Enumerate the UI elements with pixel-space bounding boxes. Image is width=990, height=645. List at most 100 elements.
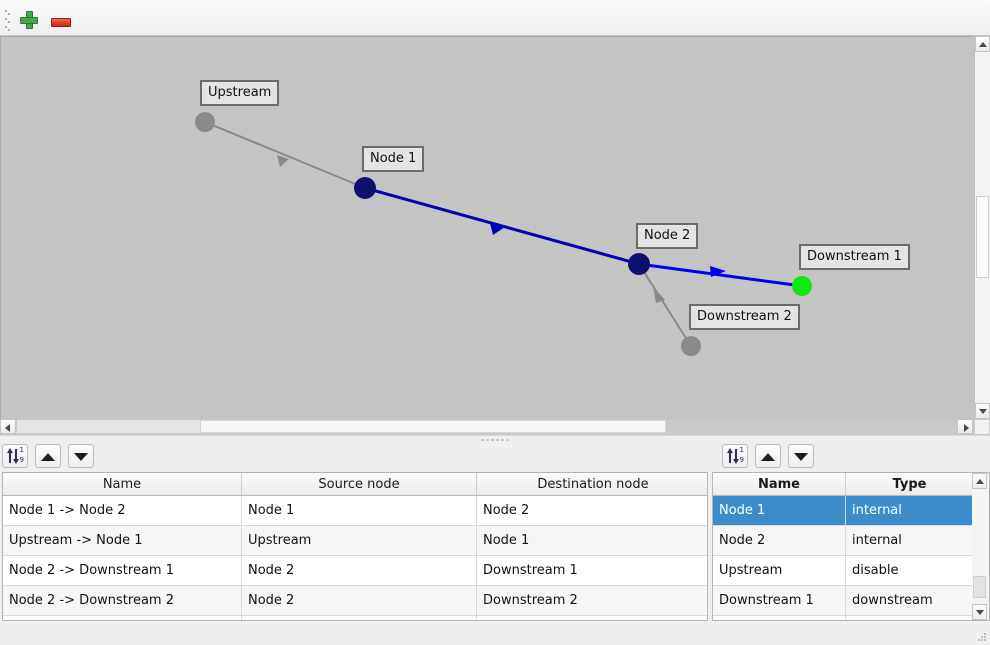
scroll-down-button[interactable]: [975, 403, 990, 419]
canvas-vscroll-thumb[interactable]: [976, 196, 989, 278]
edge-node2-downstream1: [638, 262, 803, 288]
table-empty-row: [713, 615, 972, 620]
cell-destination: Downstream 2: [476, 585, 707, 616]
connections-table[interactable]: Name Source node Destination node Node 1…: [2, 472, 708, 621]
connections-move-down-button[interactable]: [68, 444, 94, 468]
nodes-scroll-down-button[interactable]: [972, 604, 987, 620]
cell-empty: [713, 615, 846, 620]
triangle-down-icon: [794, 453, 808, 461]
table-row[interactable]: Node 2 internal: [713, 525, 972, 556]
edge-node2-downstream2: [638, 263, 692, 347]
node-label-node2[interactable]: Node 2: [636, 223, 699, 249]
table-header-row: Name Type: [713, 473, 972, 496]
table-row[interactable]: Upstream disable: [713, 555, 972, 586]
scroll-right-button[interactable]: [957, 419, 973, 434]
cell-name: Upstream: [713, 555, 846, 586]
nodes-grid: Name Type Node 1 internal Node 2 interna…: [713, 473, 972, 620]
nodes-table[interactable]: Name Type Node 1 internal Node 2 interna…: [712, 472, 973, 621]
delete-button[interactable]: [48, 6, 74, 30]
triangle-down-icon: [74, 453, 88, 461]
triangle-up-icon: [978, 42, 987, 47]
resize-grip[interactable]: [978, 633, 987, 642]
triangle-up-icon: [761, 453, 775, 461]
add-button[interactable]: [16, 6, 42, 30]
plus-icon: [20, 10, 38, 29]
edge-node1-node2: [364, 186, 640, 266]
graph-node-downstream2: [681, 336, 701, 356]
toolbar-drag-handle[interactable]: [5, 10, 10, 31]
cell-name: Node 1: [713, 495, 846, 526]
triangle-right-icon: [964, 424, 969, 432]
cell-name: Node 1 -> Node 2: [3, 495, 242, 526]
cell-empty: [476, 615, 707, 620]
triangle-left-icon: [5, 424, 10, 432]
nodes-vertical-scrollbar[interactable]: [972, 473, 989, 620]
cell-destination: Node 1: [476, 525, 707, 556]
canvas-hscroll-thumb[interactable]: [200, 420, 666, 433]
cell-type: internal: [845, 495, 972, 526]
cell-type: downstream: [845, 585, 972, 616]
bottom-status-area: [0, 621, 990, 645]
node-label-downstream1[interactable]: Downstream 1: [799, 244, 910, 270]
nodes-move-down-button[interactable]: [788, 444, 814, 468]
cell-empty: [845, 615, 972, 620]
nodes-scroll-up-button[interactable]: [972, 473, 987, 489]
cell-source: Upstream: [241, 525, 477, 556]
table-row[interactable]: Node 2 -> Downstream 1 Node 2 Downstream…: [3, 555, 707, 586]
graph-node-node1: [354, 177, 376, 199]
column-header-type[interactable]: Type: [845, 473, 972, 496]
cell-source: Node 2: [241, 585, 477, 616]
cell-name: Node 2: [713, 525, 846, 556]
table-row[interactable]: Upstream -> Node 1 Upstream Node 1: [3, 525, 707, 556]
nodes-table-scrollbar-holder: [972, 472, 990, 621]
triangle-down-icon: [975, 610, 984, 615]
column-header-name[interactable]: Name: [713, 473, 846, 496]
cell-name: Node 2 -> Downstream 1: [3, 555, 242, 586]
triangle-up-icon: [975, 479, 984, 484]
minus-icon: [51, 17, 71, 27]
hscroll-track-right[interactable]: [666, 420, 973, 433]
edge-upstream-node1: [204, 121, 366, 189]
cell-empty: [241, 615, 477, 620]
canvas-vertical-scrollbar[interactable]: [974, 36, 990, 419]
node-label-downstream2[interactable]: Downstream 2: [689, 304, 800, 330]
table-row[interactable]: Downstream 1 downstream: [713, 585, 972, 616]
cell-destination: Downstream 1: [476, 555, 707, 586]
node-label-upstream[interactable]: Upstream: [200, 80, 280, 106]
cell-name: Downstream 1: [713, 585, 846, 616]
cell-destination: Node 2: [476, 495, 707, 526]
splitter-grip: [481, 439, 509, 441]
nodes-move-up-button[interactable]: [755, 444, 781, 468]
table-row[interactable]: Node 1 -> Node 2 Node 1 Node 2: [3, 495, 707, 526]
graph-svg: [195, 112, 812, 356]
cell-name: Node 2 -> Downstream 2: [3, 585, 242, 616]
table-empty-row: [3, 615, 707, 620]
triangle-down-icon: [978, 409, 987, 414]
cell-empty: [3, 615, 242, 620]
cell-source: Node 2: [241, 555, 477, 586]
scroll-left-button[interactable]: [0, 419, 16, 434]
scroll-up-button[interactable]: [975, 36, 990, 52]
node-label-node1[interactable]: Node 1: [362, 146, 425, 172]
connections-move-up-button[interactable]: [35, 444, 61, 468]
table-row[interactable]: Node 1 internal: [713, 495, 972, 526]
column-header-destination-node[interactable]: Destination node: [476, 473, 707, 496]
column-header-name[interactable]: Name: [3, 473, 242, 496]
canvas-horizontal-scrollbar[interactable]: [0, 419, 990, 435]
horizontal-splitter[interactable]: [0, 435, 990, 444]
hscroll-track-left[interactable]: [17, 420, 200, 433]
column-header-source-node[interactable]: Source node: [241, 473, 477, 496]
graph-node-downstream1: [792, 276, 812, 296]
top-toolbar: [0, 0, 990, 36]
connections-grid: Name Source node Destination node Node 1…: [3, 473, 707, 620]
table-row[interactable]: Node 2 -> Downstream 2 Node 2 Downstream…: [3, 585, 707, 616]
triangle-up-icon: [41, 453, 55, 461]
graph-canvas[interactable]: Upstream Node 1 Node 2 Downstream 1 Down…: [0, 36, 990, 435]
nodes-vscroll-thumb[interactable]: [973, 576, 986, 598]
table-header-row: Name Source node Destination node: [3, 473, 707, 496]
